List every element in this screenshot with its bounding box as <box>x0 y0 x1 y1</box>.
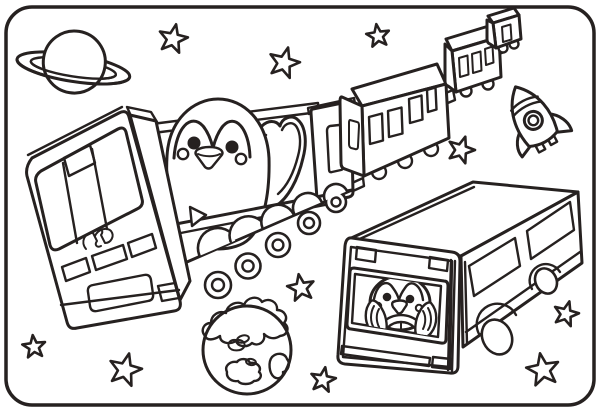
bus-side <box>459 190 584 349</box>
star <box>109 352 144 388</box>
train-car-window <box>501 23 513 43</box>
bus-windshield <box>345 266 450 345</box>
penguin-eye <box>225 140 239 154</box>
train-car-window <box>407 94 424 125</box>
train-car-window <box>458 54 470 78</box>
bus-windshield-inner <box>350 272 443 339</box>
page-border <box>4 5 596 407</box>
train-car-end <box>338 95 366 178</box>
star <box>285 272 315 302</box>
destination-sign <box>62 143 97 178</box>
star <box>553 300 581 328</box>
bus-wheel-rear <box>528 262 562 295</box>
star <box>524 351 560 387</box>
rocket-window <box>522 109 544 131</box>
penguin-tail <box>188 205 208 228</box>
train-car-window <box>386 106 404 139</box>
penguin-beak <box>194 145 224 170</box>
rocket-cone-band <box>509 95 539 112</box>
rocket-cone-band <box>511 100 543 118</box>
penguin-eye <box>405 294 415 304</box>
bus-corner-post <box>446 258 457 373</box>
bus-side-window <box>467 236 522 298</box>
destination-sign <box>427 255 450 273</box>
bus-side-window <box>525 200 576 261</box>
penguin-cheek-dot <box>176 147 190 161</box>
train-wheel <box>203 270 233 300</box>
train-wheel <box>296 210 322 236</box>
bus-roof-line <box>351 185 476 244</box>
cab-vent <box>126 232 158 259</box>
star <box>269 46 302 80</box>
wheel-fender <box>475 302 518 336</box>
bus-side-pillar <box>463 260 469 346</box>
island <box>227 338 246 352</box>
star <box>364 22 391 48</box>
train-car-2 <box>338 62 451 181</box>
rocket <box>509 85 574 159</box>
train-cab <box>25 105 192 330</box>
wheel-fender <box>260 203 295 229</box>
earth <box>201 296 293 396</box>
stars <box>20 22 581 394</box>
cab-bumper <box>86 273 155 313</box>
cab-roof-line <box>26 105 124 157</box>
star <box>448 135 477 165</box>
earth-globe <box>201 304 293 396</box>
wheel-fender <box>528 262 562 291</box>
train-car-4 <box>485 6 523 54</box>
train-logo <box>82 227 114 250</box>
bus-bumper-slat <box>339 344 432 368</box>
train <box>25 6 523 330</box>
bus <box>336 180 584 375</box>
cab-windshield <box>34 126 144 252</box>
ringed-planet <box>15 29 132 95</box>
wheel-fender <box>291 191 324 216</box>
train-car-window <box>484 45 495 66</box>
continent <box>268 352 291 380</box>
train-car-end <box>485 18 498 50</box>
wheel-fender <box>322 182 349 203</box>
rocket-window-inner <box>527 114 540 127</box>
star <box>158 22 190 55</box>
cab-step <box>156 281 181 303</box>
train-wheels <box>196 182 349 300</box>
cab-vent <box>90 243 129 272</box>
train-car-window <box>471 50 483 74</box>
train-car-door-window <box>425 86 438 114</box>
train-wheel <box>234 252 262 280</box>
wing-feather-line <box>276 122 302 196</box>
bus-bumper-slat <box>430 355 453 371</box>
penguin-beak <box>391 299 408 315</box>
penguin-eye <box>187 136 201 150</box>
destination-sign <box>354 245 378 264</box>
star <box>20 333 47 359</box>
bus-side-trim <box>464 250 582 334</box>
continent <box>201 296 289 348</box>
continent <box>225 357 262 386</box>
train-car-window <box>367 112 385 146</box>
penguin-eye <box>382 292 392 302</box>
train-car-end-window <box>348 119 360 151</box>
bus-wheel-front <box>475 302 518 356</box>
train-wheel <box>264 231 292 259</box>
windshield-divider <box>61 161 79 245</box>
star <box>310 365 338 394</box>
penguin-beak-line <box>197 153 221 158</box>
train-car-end <box>443 42 458 94</box>
penguin-cheek-dot <box>234 152 248 166</box>
cab-vent <box>60 256 92 283</box>
